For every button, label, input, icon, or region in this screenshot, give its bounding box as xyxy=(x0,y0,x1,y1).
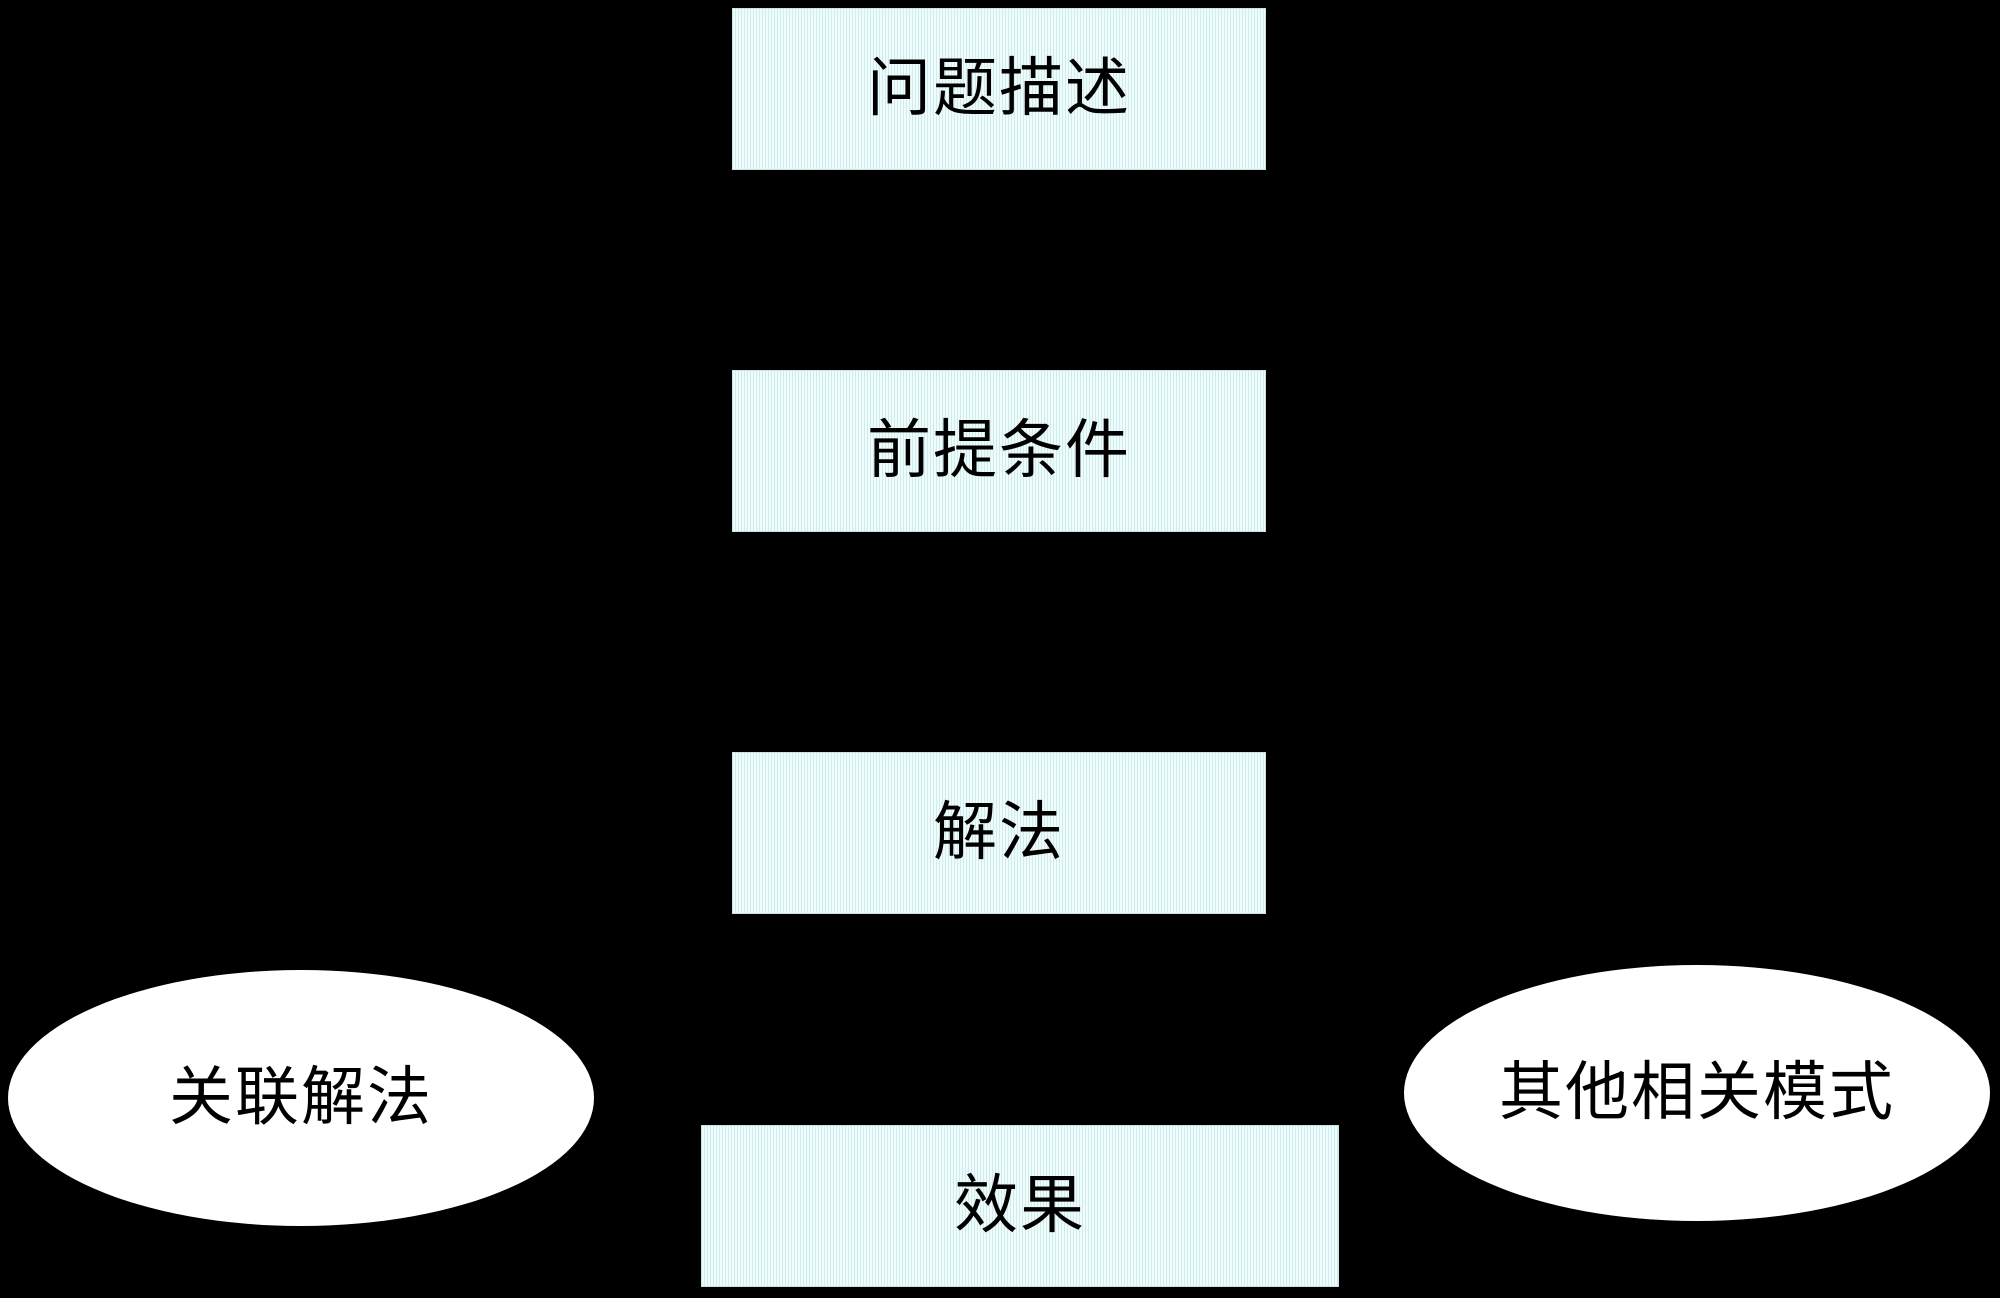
problem-description-box: 问题描述 xyxy=(732,8,1266,170)
premise-box: 前提条件 xyxy=(732,370,1266,532)
other-related-patterns-label: 其他相关模式 xyxy=(1499,1056,1895,1130)
effect-box: 效果 xyxy=(701,1125,1339,1287)
related-solutions-ellipse: 关联解法 xyxy=(8,970,594,1226)
premise-label: 前提条件 xyxy=(867,414,1131,488)
solution-label: 解法 xyxy=(933,796,1065,870)
solution-box: 解法 xyxy=(732,752,1266,914)
other-related-patterns-ellipse: 其他相关模式 xyxy=(1404,965,1990,1221)
problem-description-label: 问题描述 xyxy=(867,52,1131,126)
effect-label: 效果 xyxy=(954,1169,1086,1243)
related-solutions-label: 关联解法 xyxy=(169,1061,433,1135)
